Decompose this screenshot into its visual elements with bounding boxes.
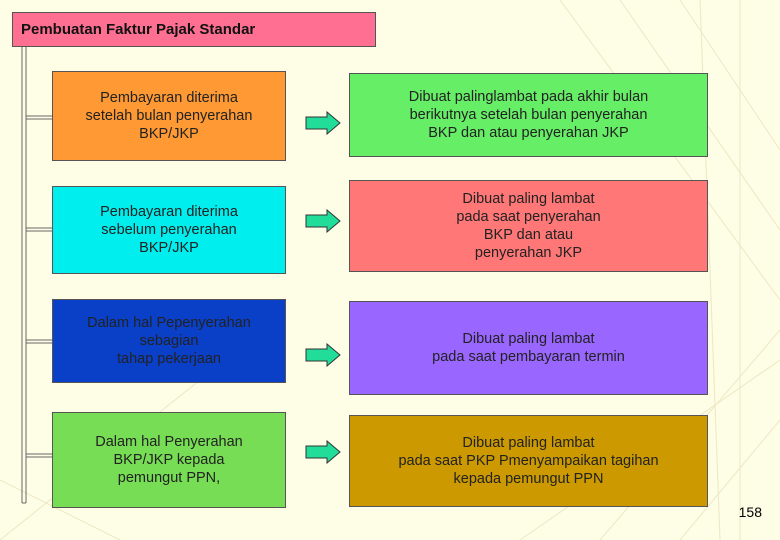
deadline-text-3: Dibuat paling lambat pada saat pembayara… — [432, 331, 625, 365]
deadline-box-4: Dibuat paling lambat pada saat PKP Pmeny… — [349, 415, 708, 507]
deadline-box-2: Dibuat paling lambat pada saat penyeraha… — [349, 180, 708, 272]
arrow-right-icon — [305, 440, 341, 464]
arrow-right-icon — [305, 111, 341, 135]
condition-box-2: Pembayaran diterima sebelum penyerahan B… — [52, 186, 286, 274]
deadline-box-1: Dibuat palinglambat pada akhir bulan ber… — [349, 73, 708, 157]
deadline-text-1: Dibuat palinglambat pada akhir bulan ber… — [408, 89, 649, 141]
deadline-text-4: Dibuat paling lambat pada saat PKP Pmeny… — [398, 435, 659, 487]
diagram-title: Pembuatan Faktur Pajak Standar — [12, 12, 376, 47]
page-number: 158 — [738, 504, 762, 520]
condition-box-4: Dalam hal Penyerahan BKP/JKP kepada pemu… — [52, 412, 286, 508]
condition-text-1: Pembayaran diterima setelah bulan penyer… — [85, 90, 253, 142]
condition-box-1: Pembayaran diterima setelah bulan penyer… — [52, 71, 286, 161]
arrow-right-icon — [305, 343, 341, 367]
arrow-right-icon — [305, 209, 341, 233]
condition-text-4: Dalam hal Penyerahan BKP/JKP kepada pemu… — [95, 434, 243, 486]
condition-box-3: Dalam hal Pepenyerahan sebagian tahap pe… — [52, 299, 286, 383]
deadline-box-3: Dibuat paling lambat pada saat pembayara… — [349, 301, 708, 395]
condition-text-2: Pembayaran diterima sebelum penyerahan B… — [100, 204, 238, 256]
deadline-text-2: Dibuat paling lambat pada saat penyeraha… — [456, 191, 601, 261]
condition-text-3: Dalam hal Pepenyerahan sebagian tahap pe… — [87, 315, 251, 367]
